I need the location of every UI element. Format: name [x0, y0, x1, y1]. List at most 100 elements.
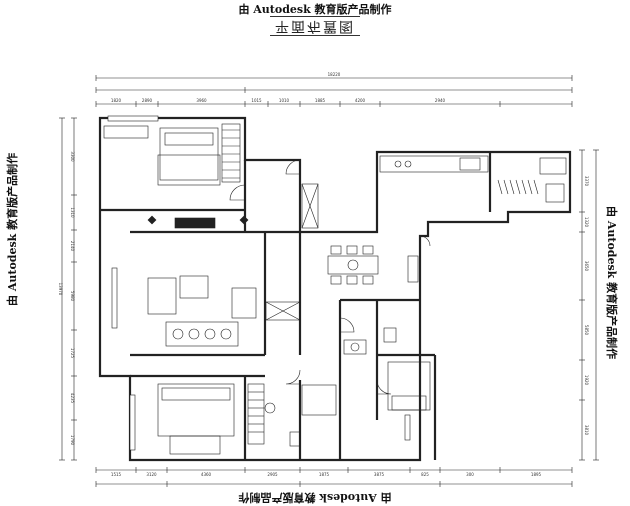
dim-bottom-row-label: 3875	[374, 472, 385, 477]
drying-rack	[509, 179, 515, 195]
dining-table	[327, 255, 379, 275]
window-bedroom2	[129, 394, 136, 451]
dim-bottom-row-label: 1895	[531, 472, 542, 477]
sofa-cushion	[188, 328, 200, 340]
dining-chair	[330, 275, 342, 285]
title-rule-bottom	[270, 35, 360, 36]
drying-rack	[527, 179, 533, 195]
dining-chair	[346, 245, 358, 255]
dim-top-row-label: 1885	[315, 98, 326, 103]
dim-right-row-label: 5850	[584, 325, 589, 336]
wardrobe-bedroom1	[103, 125, 149, 139]
window-bedroom3	[404, 414, 411, 441]
dim-right-row-label: 3810	[584, 425, 589, 436]
sofa-cushion	[204, 328, 216, 340]
dim-right-row-label: 3370	[584, 176, 589, 187]
toilet-bath2	[289, 431, 301, 447]
stove-burner	[394, 160, 402, 168]
dim-top-overall-label: 18220	[328, 72, 341, 77]
drying-rack	[515, 179, 521, 195]
shoe-cabinet-cross	[265, 301, 301, 321]
shoe-cabinet	[265, 301, 301, 321]
dim-top-row-label: 1015	[251, 98, 262, 103]
exterior-wall	[98, 116, 572, 462]
dim-right-row-label: 1920	[584, 375, 589, 386]
dim-left-row-label: 2140	[70, 241, 75, 252]
basin-bedroom2	[264, 402, 276, 414]
bed-bedroom3	[387, 361, 431, 411]
plant-right	[239, 215, 249, 225]
walls	[98, 115, 572, 462]
drying-rack	[521, 179, 527, 195]
dim-bottom-row-label: 1515	[111, 472, 122, 477]
drying-rack	[533, 179, 539, 195]
dim-right-row-label: 1320	[584, 217, 589, 228]
entry-cabinet	[301, 183, 319, 229]
dim-bottom-row-label: 3120	[146, 472, 157, 477]
dim-left-overall-label: 13970	[58, 283, 63, 296]
dim-top-row-label: 3960	[196, 98, 207, 103]
door-bedroom2	[285, 369, 301, 385]
dim-top-row-label: 2940	[435, 98, 446, 103]
dim-left-row-label: 1790	[70, 435, 75, 446]
dim-top-row-label: 1820	[111, 98, 122, 103]
window-living	[111, 267, 118, 329]
dimension-lines: 18220 1820 2890 3960 1015 1010 1885 4200 2940 151…	[58, 72, 599, 487]
drying-rack	[503, 179, 509, 195]
kitchen-counter	[379, 155, 489, 173]
shelf-bedroom2	[247, 383, 265, 445]
dim-left-row-label: 1725	[70, 348, 75, 359]
plant-left	[147, 215, 157, 225]
toilet-bath1	[383, 327, 397, 343]
door-entry	[285, 159, 301, 175]
door-kitchen	[419, 235, 431, 247]
sofa-cushion	[172, 328, 184, 340]
shelf-bedroom1	[221, 123, 241, 183]
dim-bottom-row-label: 825	[421, 472, 429, 477]
drying-rack	[497, 179, 503, 195]
kitchen-sink	[459, 157, 481, 171]
window-bedroom1	[107, 115, 159, 122]
dim-top-row-label: 1010	[279, 98, 290, 103]
dining-chair	[362, 275, 374, 285]
vanity	[343, 339, 367, 355]
dim-left-row-label: 4235	[70, 393, 75, 404]
title-rule-top	[270, 16, 360, 17]
dim-bottom-row-label: 1875	[319, 472, 330, 477]
dim-left-row-label: 1310	[70, 207, 75, 218]
sofa-cushion	[220, 328, 232, 340]
coffee-table	[179, 275, 209, 299]
door-bath	[339, 317, 355, 333]
watermark-top: 由 Autodesk 教育版产品制作	[238, 3, 392, 16]
dim-left-row-label: 5980	[70, 291, 75, 302]
washing-machine	[539, 157, 567, 175]
bed-bedroom1	[159, 127, 219, 181]
tv-cabinet	[174, 217, 216, 229]
dining-chair	[346, 275, 358, 285]
door-bedroom3	[376, 379, 392, 395]
bedside-rug-bedroom1	[157, 154, 221, 186]
bed-bedroom2	[157, 383, 235, 437]
dim-right-row-label: 3650	[584, 261, 589, 272]
dining-centerpiece	[347, 259, 359, 271]
entry-cabinet-cross	[301, 183, 319, 229]
armchair-right	[231, 287, 257, 319]
dim-top-row-label: 4200	[355, 98, 366, 103]
dim-bottom-row-label: 2905	[267, 472, 278, 477]
bed-pillows-bedroom2	[161, 387, 231, 401]
dim-left-row-label: 3300	[70, 151, 75, 162]
stove-burner	[404, 160, 412, 168]
shower	[301, 384, 337, 416]
dim-bottom-row-label: 300	[466, 472, 474, 477]
basin	[350, 342, 360, 352]
dim-top-row-label: 2890	[142, 98, 153, 103]
door-bedroom1	[229, 184, 246, 201]
furniture	[103, 123, 567, 455]
fridge	[407, 255, 419, 283]
desk-bedroom3	[391, 395, 427, 411]
bed-pillows-bedroom1	[164, 132, 214, 146]
wardrobe-bedroom2	[169, 435, 221, 455]
dining-chair	[330, 245, 342, 255]
dining-chair	[362, 245, 374, 255]
